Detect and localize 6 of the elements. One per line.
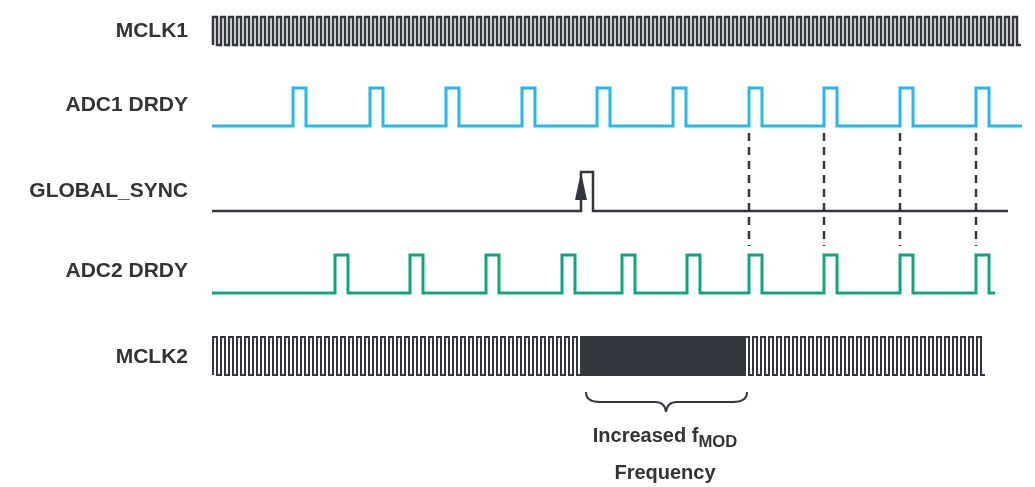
signal-label: MCLK1	[115, 18, 188, 42]
signal-label: ADC1 DRDY	[65, 92, 188, 116]
signal-label: GLOBAL_SYNC	[29, 178, 188, 202]
signal-label: ADC2 DRDY	[65, 258, 188, 282]
annotation-text: Increased f$_{MOD}$ Frequency	[591, 423, 739, 485]
signal-label: MCLK2	[115, 344, 188, 368]
